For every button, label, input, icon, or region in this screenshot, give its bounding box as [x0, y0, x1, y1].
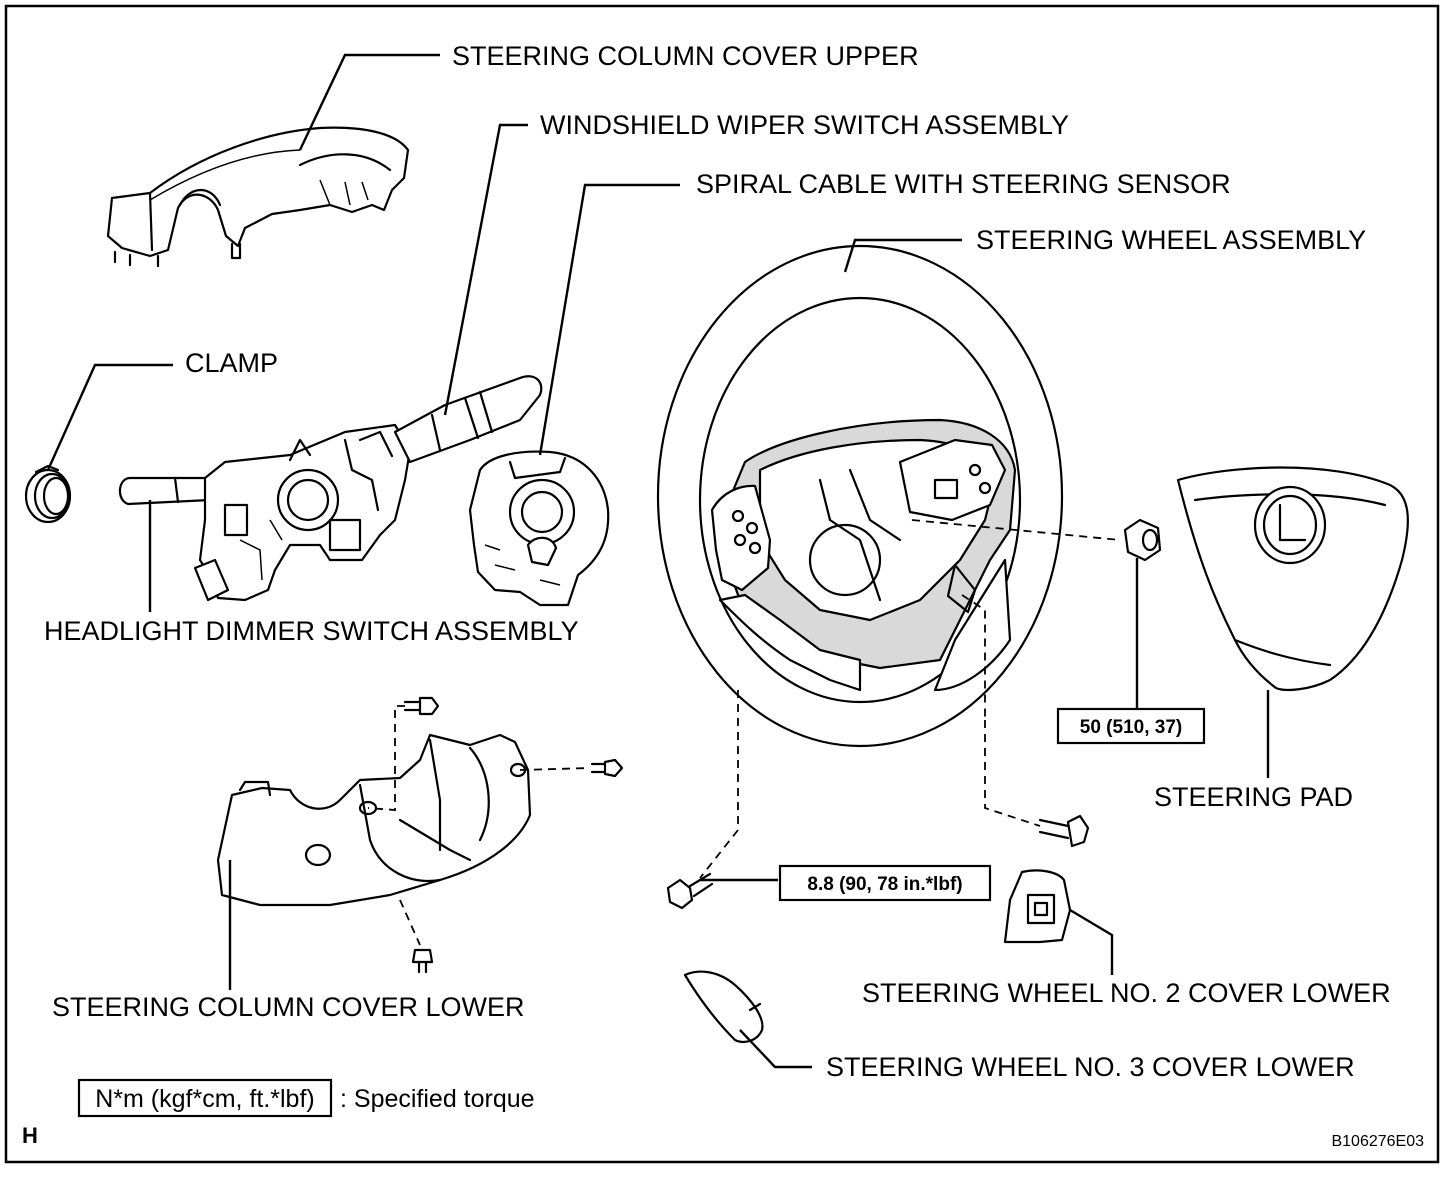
label-column-cover-upper: STEERING COLUMN COVER UPPER	[452, 41, 919, 71]
wheel-no3-cover-part	[683, 970, 764, 1044]
spiral-cable-part	[468, 450, 610, 607]
wheel-set-nut	[1123, 518, 1162, 562]
steering-wheel-part	[656, 244, 1064, 748]
label-headlight-switch: HEADLIGHT DIMMER SWITCH ASSEMBLY	[44, 616, 579, 646]
legend-description: : Specified torque	[340, 1085, 535, 1113]
wheel-no2-cover-part	[1003, 869, 1072, 944]
label-wheel-no3-cover: STEERING WHEEL NO. 3 COVER LOWER	[826, 1052, 1355, 1082]
torque-box-nut	[1056, 707, 1206, 745]
wheel-screw-left	[666, 872, 714, 910]
figure-id: B106276E03	[1331, 1133, 1424, 1150]
steering-pad-part	[1176, 466, 1409, 691]
corner-letter: H	[22, 1123, 38, 1148]
column-cover-lower-part	[216, 733, 532, 907]
column-cover-screw-bottom	[411, 948, 434, 974]
label-column-cover-lower: STEERING COLUMN COVER LOWER	[52, 992, 525, 1022]
label-wheel-assembly: STEERING WHEEL ASSEMBLY	[976, 225, 1366, 255]
column-cover-upper-part	[106, 126, 410, 268]
wheel-screw-right	[1038, 814, 1090, 848]
torque-box-screw	[778, 864, 992, 902]
column-cover-screw-top	[403, 696, 440, 716]
label-steering-pad: STEERING PAD	[1154, 782, 1353, 812]
leader-lines	[46, 53, 1270, 1069]
legend-unit-text: N*m (kgf*cm, ft.*lbf)	[95, 1085, 314, 1113]
label-clamp: CLAMP	[185, 348, 278, 378]
clamp-part	[24, 464, 72, 524]
column-cover-screw-right	[590, 758, 624, 778]
label-wheel-no2-cover: STEERING WHEEL NO. 2 COVER LOWER	[862, 978, 1391, 1008]
torque-value-nut: 50 (510, 37)	[1080, 717, 1182, 738]
legend-unit-box	[77, 1078, 333, 1118]
torque-value-screw: 8.8 (90, 78 in.*lbf)	[807, 874, 962, 895]
label-wiper-switch: WINDSHIELD WIPER SWITCH ASSEMBLY	[540, 110, 1069, 140]
assembly-dash-lines	[367, 519, 1121, 946]
combination-switch-part	[118, 375, 543, 602]
label-spiral-cable: SPIRAL CABLE WITH STEERING SENSOR	[696, 169, 1231, 199]
